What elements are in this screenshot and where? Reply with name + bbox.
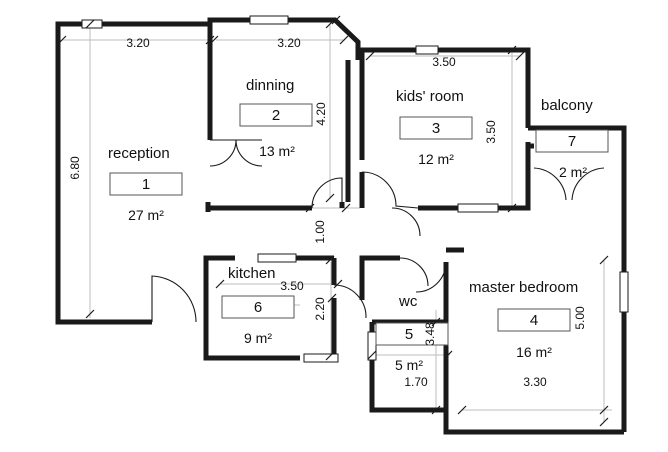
room-area-balcony: 2 m² (559, 164, 587, 180)
window-wc (367, 331, 377, 361)
dimension-ticks (57, 15, 609, 427)
room-area-wc: 5 m² (395, 357, 423, 373)
door-dinning-right (235, 139, 263, 167)
room-number-wc: 5 (405, 326, 413, 343)
room-number-dinning: 2 (272, 107, 280, 124)
window-kitchen-bottom (303, 353, 339, 363)
door-kids (361, 171, 419, 209)
dim-kitchen-height: 2.20 (313, 297, 327, 321)
dim-reception-height: 6.80 (68, 156, 82, 180)
room-name-balcony: balcony (541, 97, 593, 114)
room-area-dinning: 13 m² (259, 143, 295, 159)
walls (55, 17, 627, 435)
dim-dinning-height: 4.20 (314, 102, 328, 126)
room-area-kitchen: 9 m² (244, 330, 272, 346)
room-name-wc: wc (398, 293, 418, 310)
room-number-reception: 1 (142, 176, 150, 193)
room-number-boxes (109, 103, 609, 346)
room-area-master: 16 m² (516, 344, 552, 360)
room-name-kids: kids' room (396, 88, 464, 105)
room-area-reception: 27 m² (128, 207, 164, 223)
room-name-reception: reception (108, 145, 170, 162)
dim-wc-height: 3.48 (423, 322, 437, 346)
window-kids-bottom (457, 203, 499, 213)
room-name-master: master bedroom (469, 279, 578, 296)
door-wc (399, 257, 429, 287)
dim-master-width: 3.30 (523, 375, 547, 389)
door-balcony-left (533, 167, 567, 201)
dim-corridor: 1.00 (313, 220, 327, 244)
door-balcony-right (571, 167, 605, 201)
dim-wc-width: 1.70 (404, 375, 428, 389)
room-name-dinning: dinning (246, 77, 294, 94)
dim-dinning-width: 3.20 (277, 36, 301, 50)
room-number-balcony: 7 (568, 133, 576, 150)
dim-kids-height: 3.50 (484, 120, 498, 144)
door-kitchen (333, 284, 367, 319)
dim-reception-width: 3.20 (126, 36, 150, 50)
door-dinning-left (209, 139, 237, 167)
dim-kids-width: 3.50 (432, 55, 456, 69)
dim-kitchen-width: 3.50 (280, 279, 304, 293)
room-number-kids: 3 (432, 120, 440, 137)
window-kids-top (415, 45, 439, 55)
doors (151, 139, 605, 323)
window-master-right (619, 271, 629, 313)
window-kitchen-top (257, 253, 297, 263)
room-number-kitchen: 6 (254, 299, 262, 316)
dim-master-height: 5.00 (573, 306, 587, 330)
window-reception-top (81, 19, 103, 29)
door-master (415, 261, 447, 293)
door-reception (151, 275, 197, 323)
door-dinning-bottom (311, 177, 343, 209)
room-area-kids: 12 m² (418, 151, 454, 167)
windows (81, 15, 629, 363)
room-name-kitchen: kitchen (228, 265, 276, 282)
room-number-master: 4 (530, 312, 538, 329)
door-corridor (391, 207, 421, 237)
window-dinning-top (249, 15, 289, 25)
